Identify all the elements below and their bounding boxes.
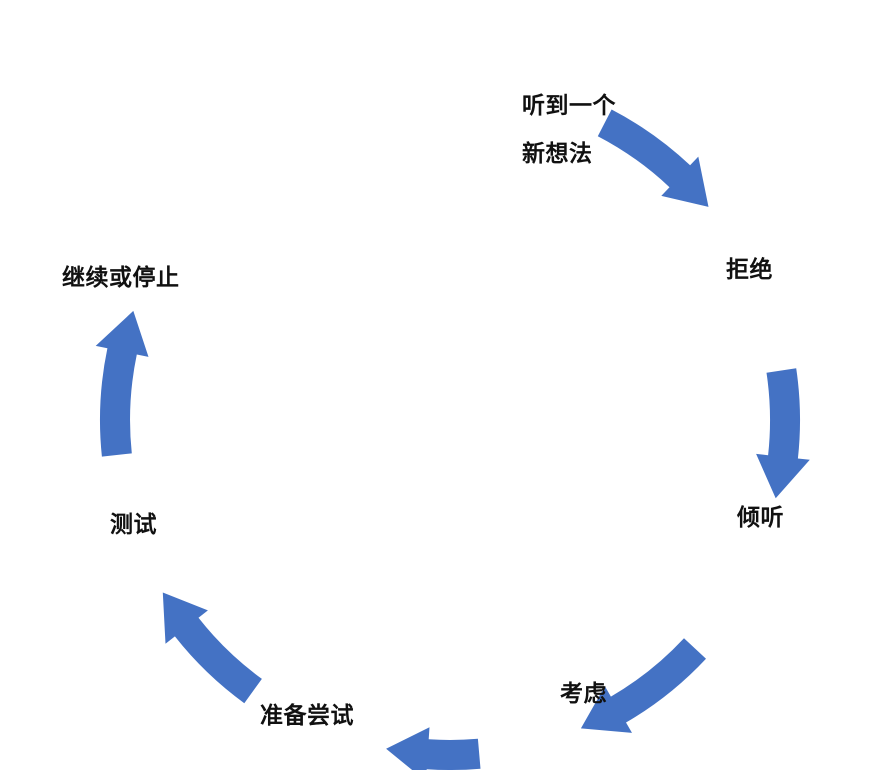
step-label-reject: 拒绝 xyxy=(726,250,773,284)
step-label-prepare-to-try: 准备尝试 xyxy=(260,696,354,730)
arrow-new-idea-to-reject xyxy=(597,109,709,207)
step-label-line: 拒绝 xyxy=(726,257,773,283)
step-label-line: 考虑 xyxy=(560,681,607,707)
step-label-listen: 倾听 xyxy=(737,498,784,532)
step-label-continue-or-stop: 继续或停止 xyxy=(62,258,180,292)
step-label-line: 倾听 xyxy=(737,505,784,531)
arrow-reject-to-listen xyxy=(756,368,810,499)
step-label-line: 继续或停止 xyxy=(62,265,180,291)
step-label-new-idea: 听到一个 新想法 xyxy=(522,86,616,168)
step-label-consider: 考虑 xyxy=(560,674,607,708)
arrow-listen-to-consider xyxy=(580,638,706,733)
arrow-prepare-to-test xyxy=(162,592,262,704)
arrows-group xyxy=(95,109,810,770)
step-label-line: 测试 xyxy=(110,512,157,538)
step-label-line: 新想法 xyxy=(522,141,593,167)
step-label-line: 准备尝试 xyxy=(260,703,354,729)
step-label-line: 听到一个 xyxy=(522,93,616,119)
arrow-test-to-continue xyxy=(95,310,149,457)
step-label-test: 测试 xyxy=(110,505,157,539)
arrow-consider-to-prepare xyxy=(386,727,481,770)
